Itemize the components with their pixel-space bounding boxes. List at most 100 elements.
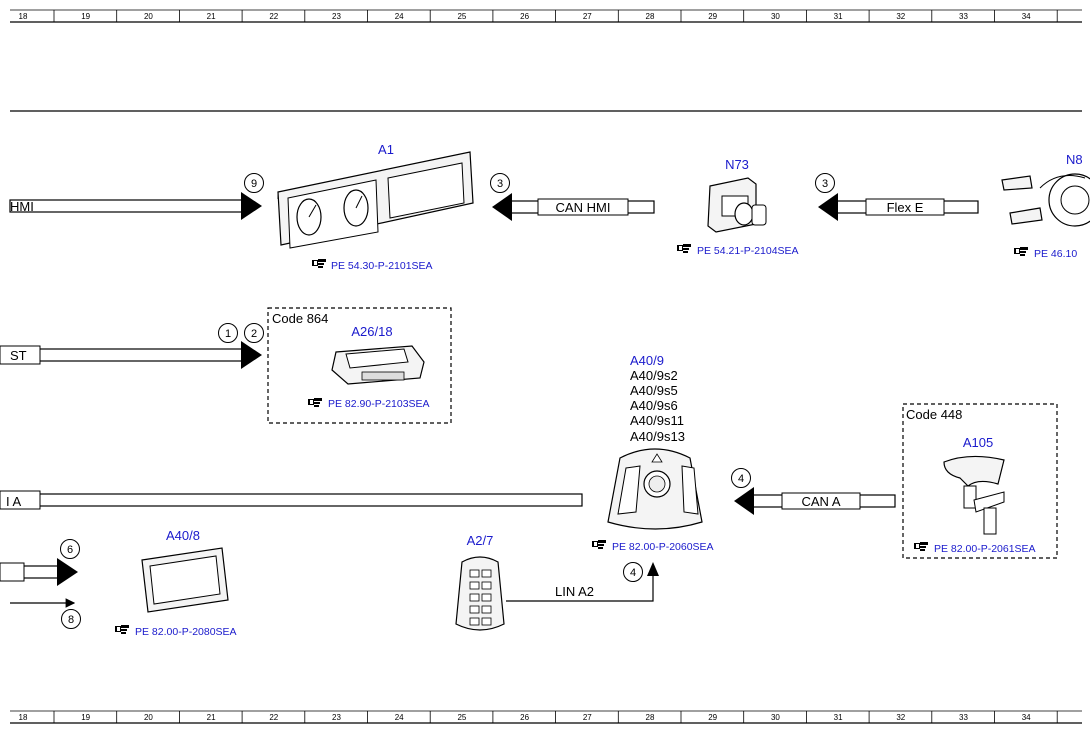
n80-label: N8 bbox=[1066, 152, 1083, 167]
key-button bbox=[481, 581, 492, 590]
ruler-tick-label: 32 bbox=[896, 12, 905, 21]
n73-ignition-switch[interactable]: N73 bbox=[707, 157, 767, 233]
connector-4-bottom: 4 bbox=[623, 562, 643, 582]
a40-9s6-label: A40/9s6 bbox=[630, 398, 678, 413]
ruler-tick-label: 28 bbox=[646, 713, 655, 722]
hmi-bus-label: HMI bbox=[10, 199, 34, 214]
a1-reference[interactable]: PE 54.30-P-2101SEA bbox=[312, 259, 433, 272]
a2-7-label: A2/7 bbox=[467, 533, 494, 548]
a40-8-ref-text: PE 82.00-P-2080SEA bbox=[135, 626, 237, 638]
svg-text:2: 2 bbox=[251, 328, 257, 340]
n73-ref-text: PE 54.21-P-2104SEA bbox=[697, 245, 799, 257]
key-button bbox=[481, 569, 492, 578]
a40-9-label: A40/9 bbox=[630, 353, 664, 368]
ruler-tick-label: 25 bbox=[457, 12, 466, 21]
svg-text:3: 3 bbox=[497, 178, 503, 190]
ruler-tick-label: 19 bbox=[81, 713, 90, 722]
connector-6: 6 bbox=[60, 539, 80, 559]
a1-label: A1 bbox=[378, 142, 394, 157]
can-hmi-label: CAN HMI bbox=[556, 200, 611, 215]
ruler-tick-label: 21 bbox=[207, 713, 216, 722]
a40-9-labels: A40/9 A40/9s2 A40/9s5 A40/9s6 A40/9s11 A… bbox=[630, 353, 685, 444]
ruler-tick-label: 22 bbox=[269, 12, 278, 21]
a1-ref-text: PE 54.30-P-2101SEA bbox=[331, 260, 433, 272]
key-button bbox=[481, 593, 492, 602]
connector-3-left: 3 bbox=[490, 173, 510, 193]
a105-reference[interactable]: PE 82.00-P-2061SEA bbox=[914, 542, 1036, 555]
connector-9: 9 bbox=[244, 173, 264, 193]
a40-8-label: A40/8 bbox=[166, 528, 200, 543]
key-button bbox=[469, 593, 480, 602]
a40-8-reference[interactable]: PE 82.00-P-2080SEA bbox=[115, 625, 237, 638]
bus-6 bbox=[0, 558, 78, 586]
pointing-hand-icon bbox=[914, 542, 928, 551]
ruler-tick-label: 26 bbox=[520, 713, 529, 722]
a40-9-ref-text: PE 82.00-P-2060SEA bbox=[612, 541, 714, 553]
connector-3-right: 3 bbox=[815, 173, 835, 193]
ruler-tick-label: 18 bbox=[19, 713, 28, 722]
a26-18-reference[interactable]: PE 82.90-P-2103SEA bbox=[308, 398, 430, 410]
connector-4-top: 4 bbox=[731, 468, 751, 488]
lin-a2-line: LIN A2 bbox=[506, 562, 659, 602]
ruler-tick-label: 22 bbox=[269, 713, 278, 722]
can-hmi-bus: CAN HMI bbox=[492, 193, 655, 221]
a1-instrument-cluster[interactable]: A1 bbox=[277, 142, 474, 249]
a2-7-key[interactable]: A2/7 bbox=[455, 533, 505, 631]
a105-selector-lever[interactable]: A105 bbox=[943, 435, 1005, 535]
ruler-tick-label: 26 bbox=[520, 12, 529, 21]
a-bus-label: I A bbox=[6, 494, 22, 509]
n80-steering-module[interactable]: N8 bbox=[1001, 152, 1090, 227]
svg-text:8: 8 bbox=[68, 614, 74, 626]
n73-reference[interactable]: PE 54.21-P-2104SEA bbox=[677, 244, 799, 257]
a40-9-reference[interactable]: PE 82.00-P-2060SEA bbox=[592, 540, 714, 553]
connector-2: 2 bbox=[244, 323, 264, 343]
a40-9s13-label: A40/9s13 bbox=[630, 429, 685, 444]
ruler-tick-label: 27 bbox=[583, 713, 592, 722]
a26-18-module[interactable]: A26/18 bbox=[331, 324, 425, 385]
ruler-tick-label: 34 bbox=[1022, 713, 1031, 722]
st-bus: ST bbox=[0, 341, 262, 369]
a40-9s11-label: A40/9s11 bbox=[630, 413, 684, 428]
ruler-tick-label: 28 bbox=[646, 12, 655, 21]
ruler-tick-label: 30 bbox=[771, 713, 780, 722]
ruler-tick-label: 34 bbox=[1022, 12, 1031, 21]
svg-text:9: 9 bbox=[251, 178, 257, 190]
pointing-hand-icon bbox=[592, 540, 606, 549]
ruler-tick-label: 29 bbox=[708, 713, 717, 722]
a40-8-display[interactable]: A40/8 bbox=[141, 528, 229, 613]
key-button bbox=[469, 605, 480, 614]
ruler-tick-label: 31 bbox=[834, 12, 843, 21]
ruler-tick-label: 33 bbox=[959, 12, 968, 21]
ruler-tick-label: 25 bbox=[457, 713, 466, 722]
can-a-label: CAN A bbox=[801, 494, 840, 509]
code-448-box: Code 448 bbox=[902, 403, 1058, 559]
pointing-hand-icon bbox=[115, 625, 129, 634]
key-button bbox=[469, 617, 480, 626]
key-button bbox=[469, 569, 480, 578]
n80-ref-text: PE 46.10 bbox=[1034, 248, 1077, 260]
ruler-tick-label: 32 bbox=[896, 713, 905, 722]
key-button bbox=[469, 581, 480, 590]
a105-label: A105 bbox=[963, 435, 993, 450]
n80-reference[interactable]: PE 46.10 bbox=[1014, 247, 1077, 260]
pointing-hand-icon bbox=[677, 244, 691, 253]
ruler-tick-label: 23 bbox=[332, 12, 341, 21]
svg-text:6: 6 bbox=[67, 544, 73, 556]
ruler-tick-label: 24 bbox=[395, 12, 404, 21]
ruler-tick-label: 31 bbox=[834, 713, 843, 722]
st-bus-label: ST bbox=[10, 348, 27, 363]
pointing-hand-icon bbox=[308, 398, 322, 407]
svg-text:3: 3 bbox=[822, 178, 828, 190]
a40-9-control-unit[interactable] bbox=[607, 448, 703, 530]
key-button bbox=[481, 617, 492, 626]
ruler-tick-label: 33 bbox=[959, 713, 968, 722]
pointing-hand-icon bbox=[1014, 247, 1028, 256]
lin-a2-label: LIN A2 bbox=[555, 584, 594, 599]
pointing-hand-icon bbox=[312, 259, 326, 268]
ruler-tick-label: 19 bbox=[81, 12, 90, 21]
code-864-label: Code 864 bbox=[272, 311, 328, 326]
code-448-label: Code 448 bbox=[906, 407, 962, 422]
connector-1: 1 bbox=[218, 323, 238, 343]
